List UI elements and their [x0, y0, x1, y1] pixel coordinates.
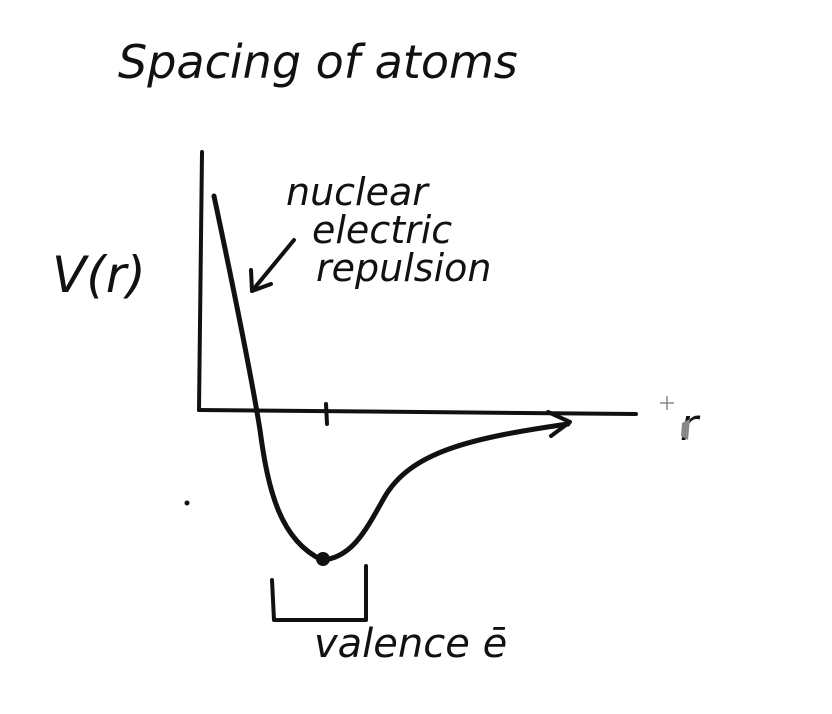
y-axis-label: V(r) [52, 246, 146, 304]
repulsion-arrowhead [249, 268, 273, 293]
valence-bracket [270, 564, 368, 622]
repulsion-label-line-1: nuclear [286, 170, 430, 214]
stray-ink-dot [184, 500, 190, 506]
y-axis-line [197, 150, 204, 412]
cursor-pen-icon [681, 419, 690, 440]
diagram-title: Spacing of atoms [118, 35, 518, 89]
potential-curve [211, 193, 571, 563]
curve-arrowhead [546, 410, 572, 438]
x-axis-tick [324, 402, 329, 426]
x-axis-line [197, 408, 638, 416]
valence-label: valence ē [314, 621, 507, 667]
repulsion-arrow [250, 238, 296, 293]
cursor-crosshair-icon [660, 396, 674, 410]
repulsion-label-line-3: repulsion [316, 246, 491, 290]
repulsion-label-line-2: electric [312, 208, 452, 252]
minimum-point-marker [316, 552, 330, 566]
